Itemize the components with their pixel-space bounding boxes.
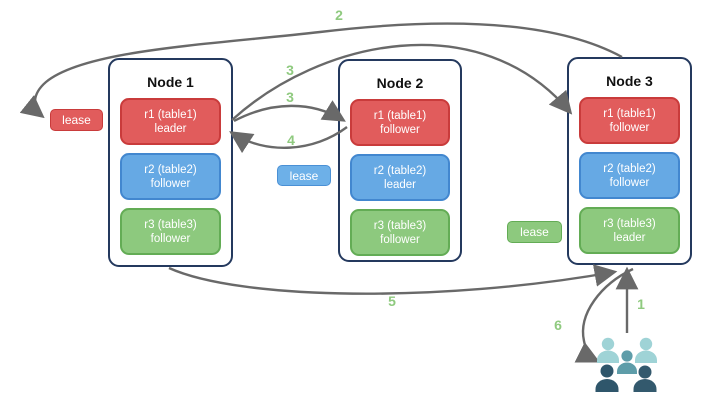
step-label-2: 2 [335,7,343,23]
replica-role: follower [150,232,191,245]
lease-tag-table3: lease [507,221,562,243]
replica-role: follower [609,121,650,134]
replica-role: leader [154,122,187,135]
node-2-title: Node 2 [376,75,424,91]
step-label-1: 1 [637,296,645,312]
node-3-title: Node 3 [606,73,653,89]
replica-name: r2 (table2) [144,163,197,176]
replica-role: follower [609,176,650,189]
lease-tag-table1: lease [50,109,103,131]
replica-name: r1 (table1) [603,107,656,120]
node-2: Node 2 r1 (table1) follower r2 (table2) … [338,59,462,262]
node-3-replica-r1: r1 (table1) follower [579,97,680,144]
step-label-3a: 3 [286,62,294,78]
step-label-4: 4 [287,132,295,148]
arrow-step-6-node3-to-users [574,267,634,363]
replica-name: r3 (table3) [603,217,656,230]
replica-name: r2 (table2) [603,162,656,175]
node-1-title: Node 1 [147,74,194,90]
step-label-6: 6 [554,317,562,333]
replica-role: follower [380,233,420,246]
node-1-replica-r3: r3 (table3) follower [120,208,221,255]
arrow-step-3-leader-to-node2 [233,100,346,123]
arrow-step-5-node1-to-node3 [168,264,618,295]
node-1-replica-r2: r2 (table2) follower [120,153,221,200]
lease-tag-table2: lease [277,165,331,186]
replica-role: leader [613,231,646,244]
replica-name: r3 (table3) [144,218,197,231]
node-3-replica-r3: r3 (table3) leader [579,207,680,254]
node-2-replica-r2: r2 (table2) leader [350,154,450,201]
node-2-replica-r3: r3 (table3) follower [350,209,450,256]
replica-name: r3 (table3) [373,219,427,232]
replica-name: r1 (table1) [373,109,427,122]
replica-name: r1 (table1) [144,108,197,121]
node-1-replica-r1: r1 (table1) leader [120,98,221,145]
replica-role: leader [384,178,416,191]
node-3-replica-r2: r2 (table2) follower [579,152,680,199]
step-label-5: 5 [388,293,396,309]
node-1: Node 1 r1 (table1) leader r2 (table2) fo… [108,58,233,267]
replica-role: follower [150,177,191,190]
node-3: Node 3 r1 (table1) follower r2 (table2) … [567,57,692,265]
users-group-icon [595,337,657,392]
replica-role: follower [380,123,420,136]
replica-name: r2 (table2) [373,164,427,177]
step-label-3b: 3 [286,89,294,105]
node-2-replica-r1: r1 (table1) follower [350,99,450,146]
